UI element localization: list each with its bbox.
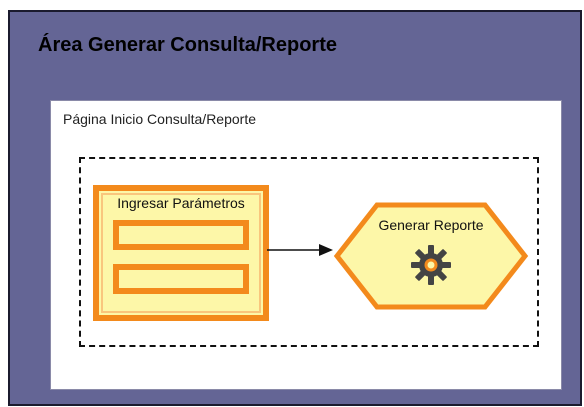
gear-icon [411,245,451,285]
process-group-boundary: Ingresar Parámetros Generar Reporte [79,157,539,347]
flow-arrow [267,244,333,256]
generar-reporte-node[interactable]: Generar Reporte [333,201,529,311]
parameters-title: Ingresar Parámetros [117,195,245,211]
parameter-field-2[interactable] [113,264,249,294]
generar-consulta-area: Área Generar Consulta/Reporte Página Ini… [8,10,582,406]
area-title: Área Generar Consulta/Reporte [38,34,337,56]
generar-reporte-label: Generar Reporte [378,217,484,233]
parameters-form[interactable]: Ingresar Parámetros [93,185,269,321]
inicio-page-box: Página Inicio Consulta/Reporte Ingresar … [50,100,562,390]
parameter-field-1[interactable] [113,220,249,250]
page-title: Página Inicio Consulta/Reporte [63,111,257,127]
